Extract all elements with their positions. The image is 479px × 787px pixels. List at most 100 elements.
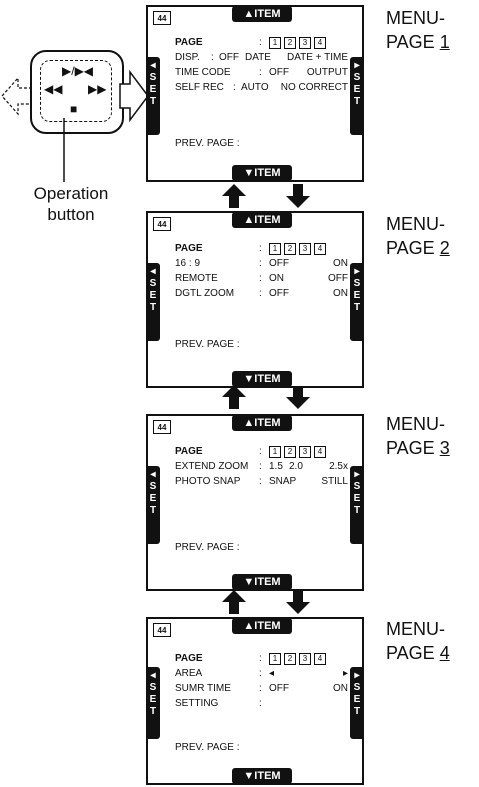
item-up-tab[interactable]: ▲ITEM [232, 6, 292, 22]
prev-page[interactable]: PREV. PAGE : [175, 138, 240, 149]
setting-row[interactable]: DGTL ZOOM : OFF ON [175, 288, 348, 299]
setting-label: SELF REC [175, 82, 224, 93]
setting-label: DGTL ZOOM [175, 288, 235, 299]
setting-value-2: DATE [245, 52, 271, 63]
menu-page-label-4: MENU- PAGE 4 [386, 619, 450, 663]
item-up-tab[interactable]: ▲ITEM [232, 618, 292, 634]
page-num-4: 4 [314, 37, 326, 49]
camera-icon: 44 [153, 217, 171, 231]
menu-page-label-2: MENU- PAGE 2 [386, 214, 450, 258]
item-down-tab[interactable]: ▼ITEM [232, 768, 292, 784]
setting-row[interactable]: 16 : 9 : OFF ON [175, 258, 348, 269]
operation-label-line2: button [47, 205, 95, 224]
setting-value-3: OFF [328, 273, 348, 284]
page-label: PAGE [175, 446, 203, 457]
page-num-3: 3 [299, 37, 311, 49]
prev-page[interactable]: PREV. PAGE : [175, 742, 240, 753]
setting-value-3: STILL [321, 476, 348, 487]
arrows-2-3 [222, 385, 310, 409]
prev-page[interactable]: PREV. PAGE : [175, 542, 240, 553]
page-label: PAGE [175, 37, 203, 48]
item-down-tab[interactable]: ▼ITEM [232, 371, 292, 387]
item-down-tab[interactable]: ▼ITEM [232, 165, 292, 181]
setting-value-1: ON [269, 273, 284, 284]
prev-page[interactable]: PREV. PAGE : [175, 339, 240, 350]
setting-label: DISP. [175, 52, 200, 63]
arrows-1-2 [222, 184, 310, 208]
setting-row[interactable]: SUMR TIME : OFF ON [175, 683, 348, 694]
page-label: PAGE [175, 243, 203, 254]
setting-value-3: NO CORRECT [280, 82, 348, 93]
camera-icon: 44 [153, 11, 171, 25]
play-pause-icon: ▶/▶◀ [62, 64, 94, 78]
operation-button[interactable]: ▶/▶◀ ◀◀ ▶▶ ■ [30, 50, 124, 134]
setting-row[interactable]: TIME CODE : OFF OUTPUT [175, 67, 348, 78]
setting-label: TIME CODE [175, 67, 231, 78]
setting-value-3: OUTPUT [306, 67, 348, 78]
item-up-tab[interactable]: ▲ITEM [232, 415, 292, 431]
item-down-tab[interactable]: ▼ITEM [232, 574, 292, 590]
setting-value-1: OFF [269, 683, 289, 694]
setting-label: PHOTO SNAP [175, 476, 241, 487]
setting-row[interactable]: PHOTO SNAP : SNAP STILL [175, 476, 348, 487]
setting-row[interactable]: REMOTE : ON OFF [175, 273, 348, 284]
setting-value-1: OFF [219, 52, 239, 63]
setting-label: 16 : 9 [175, 258, 201, 269]
setting-row[interactable]: DISP. : OFF DATE DATE + TIME [175, 52, 348, 63]
button-outline [40, 60, 112, 122]
setting-value-1: ◂ [269, 668, 275, 679]
page-num-1: 1 [269, 37, 281, 49]
menu-page-label-1: MENU- PAGE 1 [386, 8, 450, 52]
setting-label: REMOTE [175, 273, 218, 284]
stop-icon: ■ [70, 102, 78, 116]
setting-label: AREA [175, 668, 203, 679]
setting-row[interactable]: AREA : ◂ ▸ [175, 668, 348, 679]
setting-value-1: SNAP [269, 476, 297, 487]
rewind-icon: ◀◀ [44, 82, 63, 96]
menu-page-label-3: MENU- PAGE 3 [386, 414, 450, 458]
left-dashed-arrow [1, 76, 32, 116]
setting-value-1: AUTO [241, 82, 269, 93]
setting-value-3: ON [333, 683, 348, 694]
fast-forward-icon: ▶▶ [88, 82, 107, 96]
setting-value-1: OFF [269, 258, 289, 269]
right-arrow [119, 69, 149, 123]
setting-value-1: OFF [269, 67, 289, 78]
setting-row[interactable]: SETTING : [175, 698, 262, 709]
item-up-tab[interactable]: ▲ITEM [232, 212, 292, 228]
setting-value-3: 2.5x [329, 461, 348, 472]
operation-label-line1: Operation [33, 184, 109, 203]
camera-icon: 44 [153, 420, 171, 434]
setting-value-2: 2.0 [289, 461, 303, 472]
setting-label: SUMR TIME [175, 683, 231, 694]
setting-row[interactable]: SELF REC : AUTO NO CORRECT [175, 82, 348, 93]
setting-value-3: ON [333, 288, 348, 299]
setting-row[interactable]: EXTEND ZOOM : 1.5 2.0 2.5x [175, 461, 348, 472]
setting-label: EXTEND ZOOM [175, 461, 249, 472]
page-label: PAGE [175, 653, 203, 664]
operation-label: Operation button [6, 183, 136, 225]
setting-value-1: 1.5 [269, 461, 283, 472]
setting-label: SETTING [175, 698, 219, 709]
page-num-2: 2 [284, 37, 296, 49]
camera-icon: 44 [153, 623, 171, 637]
setting-value-3: ON [333, 258, 348, 269]
arrows-3-4 [222, 590, 310, 614]
